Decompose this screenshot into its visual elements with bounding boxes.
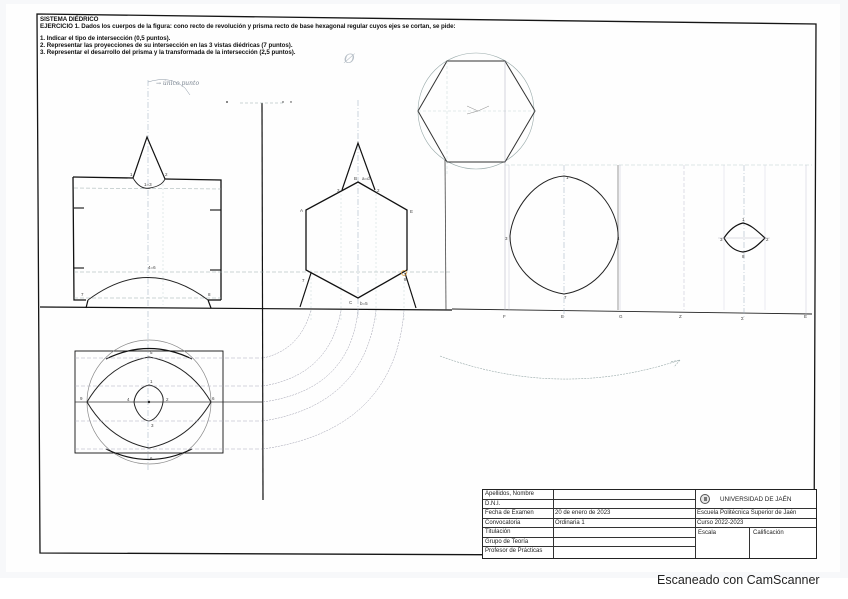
svg-text:2: 2 xyxy=(165,172,168,177)
grade-label: Calificación xyxy=(753,530,784,536)
handwritten-note: → único punto xyxy=(156,80,200,87)
svg-text:7: 7 xyxy=(564,295,567,300)
task-3: 3. Representar el desarrollo del prisma … xyxy=(40,49,296,56)
title-block: Apellidos, Nombre D.N.I. Fecha de Examen… xyxy=(482,489,817,559)
field-value-call: Ordinaria 1 xyxy=(555,519,585,526)
svg-text:2: 2 xyxy=(377,188,380,193)
school-name: Escuela Politécnica Superior de Jaén xyxy=(697,510,797,516)
svg-text:Z: Z xyxy=(679,314,682,319)
university-row: UNIVERSIDAD DE JAÉN xyxy=(695,490,816,509)
field-label: Grupo de Teoría xyxy=(485,538,529,545)
title-block-row: D.N.I. xyxy=(483,500,695,509)
svg-text:3: 3 xyxy=(151,423,154,428)
development-small-curve xyxy=(723,222,766,253)
svg-text:3: 3 xyxy=(505,236,508,241)
svg-text:F: F xyxy=(503,314,506,319)
svg-text:1: 1 xyxy=(150,379,153,384)
svg-text:6: 6 xyxy=(150,456,153,461)
svg-text:6: 6 xyxy=(212,396,215,401)
svg-text:Σ: Σ xyxy=(741,316,744,321)
svg-text:2: 2 xyxy=(766,237,769,242)
svg-text:1: 1 xyxy=(566,175,569,180)
svg-text:G: G xyxy=(619,314,623,319)
drawing-frame xyxy=(36,13,817,557)
handwritten-arrow xyxy=(439,355,681,380)
svg-text:E: E xyxy=(561,314,564,319)
svg-text:8: 8 xyxy=(404,277,407,282)
svg-text:4: 4 xyxy=(617,236,620,241)
course-row: Curso 2022-2023 xyxy=(695,519,816,528)
intersection-curve-top xyxy=(132,177,166,189)
svg-text:a=d: a=d xyxy=(362,176,370,181)
svg-text:1=3: 1=3 xyxy=(144,182,152,187)
svg-text:5: 5 xyxy=(150,350,153,355)
handwritten-scribble: Ø xyxy=(344,52,355,67)
svg-text:7: 7 xyxy=(81,292,84,297)
svg-text:4: 4 xyxy=(127,397,130,402)
exercise-statement: EJERCICIO 1. Dados los cuerpos de la fig… xyxy=(40,23,456,30)
task-2: 2. Representar las proyecciones de su in… xyxy=(40,42,293,49)
svg-text:B: B xyxy=(354,176,357,181)
dot-mark xyxy=(290,101,292,103)
cone-outline xyxy=(132,135,166,180)
field-label: Profesor de Prácticas xyxy=(485,548,543,554)
camscanner-watermark: Escaneado con CamScanner xyxy=(657,573,820,587)
svg-text:8: 8 xyxy=(208,292,211,297)
field-label: Apellidos, Nombre xyxy=(485,491,535,497)
svg-text:4=6: 4=6 xyxy=(148,265,156,270)
svg-text:b=5: b=5 xyxy=(360,301,368,306)
university-name: UNIVERSIDAD DE JAÉN xyxy=(720,496,792,503)
svg-text:1: 1 xyxy=(130,172,133,177)
svg-text:E: E xyxy=(410,209,413,214)
plan-view: 5 9 6 6 1 4 2 3 xyxy=(74,309,405,465)
school-row: Escuela Politécnica Superior de Jaén xyxy=(695,509,816,519)
ground-line-left xyxy=(39,306,453,311)
title-block-row: Profesor de Prácticas xyxy=(483,547,695,557)
svg-text:3: 3 xyxy=(720,237,723,242)
dot-mark xyxy=(282,101,284,103)
svg-text:C: C xyxy=(349,300,353,305)
profile-separator-line xyxy=(261,102,264,501)
hexagon-base-construction xyxy=(417,52,536,310)
title-block-row: Titulación xyxy=(483,528,695,538)
profile-view: B a=d A E 3 2 7 8 C b=5 xyxy=(299,100,417,320)
development-large-curve xyxy=(509,175,619,295)
svg-text:Ε: Ε xyxy=(804,314,807,319)
elevation-view: 1=3 4=6 1 2 7 8 xyxy=(72,79,450,470)
cone-profile xyxy=(341,141,376,191)
title-block-row: Grupo de Teoría xyxy=(483,538,695,547)
field-label: D.N.I. xyxy=(485,500,501,507)
field-label: Convocatoria xyxy=(485,519,521,526)
intersection-curve-bottom xyxy=(87,277,209,301)
development-view: 1 3 4 7 1 3 2 8 F E G Z Σ Ε xyxy=(439,159,812,380)
field-label: Fecha de Examen xyxy=(485,510,534,516)
scale-label: Escala xyxy=(698,530,717,536)
course-year: Curso 2022-2023 xyxy=(697,519,744,526)
title-block-row: Apellidos, Nombre xyxy=(483,490,695,500)
svg-text:A: A xyxy=(300,208,303,213)
field-label: Titulación xyxy=(485,529,511,535)
university-logo-icon xyxy=(700,494,710,504)
field-value-date: 20 de enero de 2023 xyxy=(555,510,611,516)
ground-line-development xyxy=(451,308,813,315)
task-1: 1. Indicar el tipo de intersección (0,5 … xyxy=(40,35,171,42)
title-block-row: Fecha de Examen 20 de enero de 2023 xyxy=(483,509,695,519)
handwritten-arrow xyxy=(147,79,191,96)
dot-mark xyxy=(226,101,228,103)
paper-sheet xyxy=(6,4,840,572)
svg-text:7: 7 xyxy=(302,278,305,283)
svg-text:2: 2 xyxy=(166,397,169,402)
svg-text:3: 3 xyxy=(337,188,340,193)
subject-title: SISTEMA DIÉDRICO xyxy=(40,16,99,23)
title-block-row: Convocatoria Ordinaria 1 xyxy=(483,519,695,528)
svg-text:8: 8 xyxy=(742,254,745,259)
svg-text:1: 1 xyxy=(742,217,745,222)
svg-text:9: 9 xyxy=(80,396,83,401)
hexagonal-prism-profile xyxy=(305,181,408,299)
